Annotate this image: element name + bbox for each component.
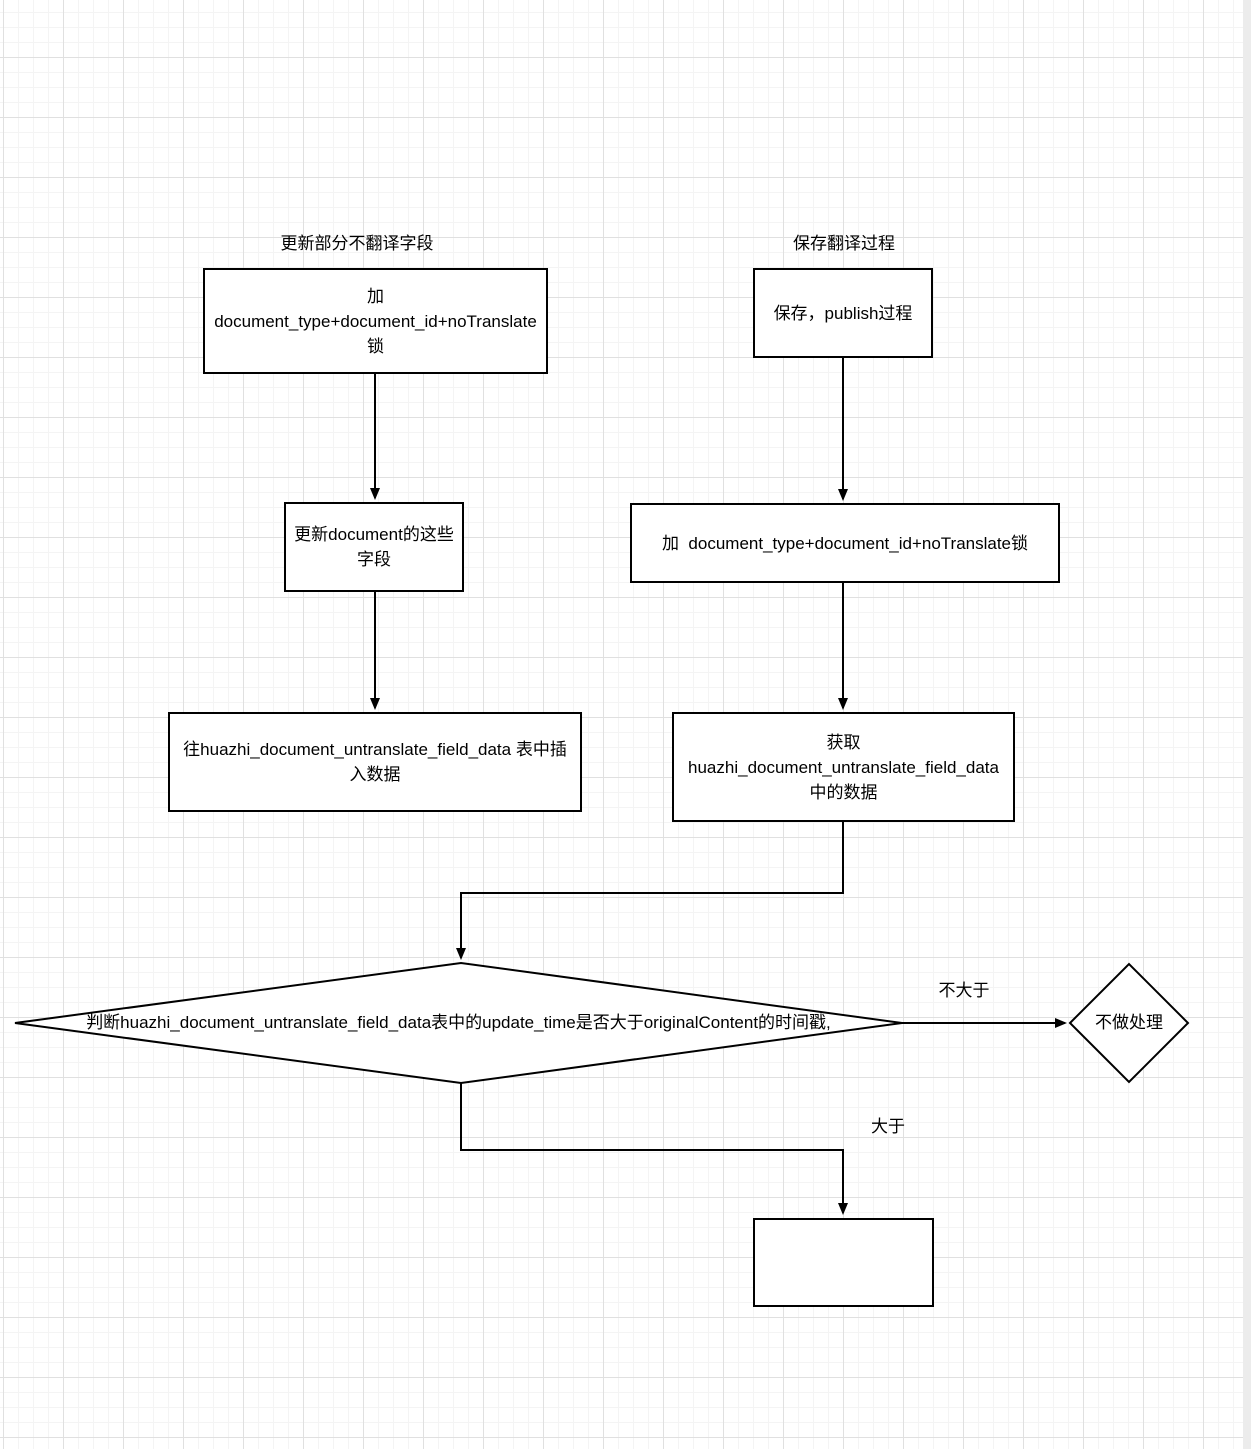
node-label: 更新document的这些 字段: [294, 525, 454, 569]
node-add-notranslate-lock[interactable]: 加 document_type+document_id+noTranslate …: [203, 268, 548, 374]
arrow-decision-yes-branch: [460, 1083, 848, 1215]
vertical-scrollbar[interactable]: [1243, 0, 1251, 1449]
node-insert-untranslate-table[interactable]: 往huazhi_document_untranslate_field_data …: [168, 712, 582, 812]
decision-diamond[interactable]: [14, 961, 903, 1085]
left-flow-title: 更新部分不翻译字段: [280, 234, 434, 253]
node-label: 获取 huazhi_document_untranslate_field_dat…: [688, 732, 999, 802]
node-update-document-fields[interactable]: 更新document的这些 字段: [284, 502, 464, 592]
arrow-step3-to-decision: [456, 822, 844, 960]
node-label: 加 document_type+document_id+noTranslate …: [214, 286, 537, 356]
node-label: 加 document_type+document_id+noTranslate锁: [661, 533, 1029, 553]
node-save-publish[interactable]: 保存，publish过程: [753, 268, 933, 358]
branch-no-label: 不大于: [938, 981, 990, 1000]
no-action-diamond[interactable]: [1068, 962, 1190, 1084]
branch-yes-label: 大于: [871, 1117, 905, 1136]
node-empty-result[interactable]: [753, 1218, 934, 1307]
node-label: 保存，publish过程: [773, 303, 913, 323]
node-label: 往huazhi_document_untranslate_field_data …: [183, 740, 567, 784]
right-flow-title: 保存翻译过程: [793, 234, 895, 253]
node-fetch-untranslate-data[interactable]: 获取 huazhi_document_untranslate_field_dat…: [672, 712, 1015, 822]
node-add-notranslate-lock-2[interactable]: 加 document_type+document_id+noTranslate锁: [630, 503, 1060, 583]
